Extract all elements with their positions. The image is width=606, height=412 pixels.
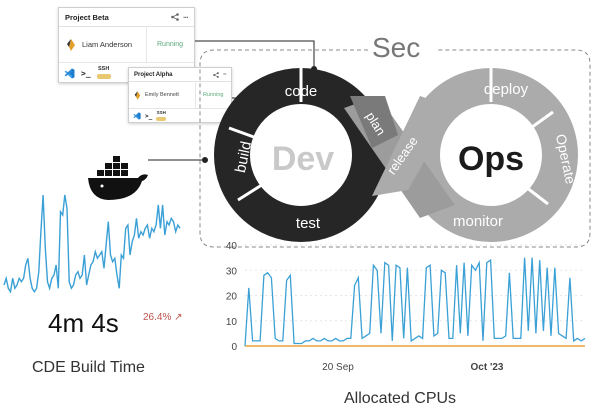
project-alpha-ssh-label: SSH xyxy=(156,110,166,116)
project-alpha-toolbar: >_ SSH xyxy=(129,109,231,123)
cpu-y-tick: 10 xyxy=(226,317,238,328)
ssh-key-icon[interactable]: SSH xyxy=(96,66,111,79)
share-icon[interactable] xyxy=(213,71,219,78)
project-beta-header: Project Beta ··· xyxy=(59,8,194,27)
project-alpha-card[interactable]: Project Alpha ··· Emily Bennett Running … xyxy=(128,67,232,123)
cpu-x-tick: 20 Sep xyxy=(322,362,354,373)
cpu-x-tick: Oct '23 xyxy=(471,362,504,373)
project-alpha-user-row: Emily Bennett Running xyxy=(129,82,231,109)
build-time-sparkline xyxy=(3,194,181,294)
dev-label: Dev xyxy=(272,140,334,178)
build-time-change: 26.4% ↗ xyxy=(143,312,183,323)
cpu-chart-label: Allocated CPUs xyxy=(344,390,457,407)
project-alpha-title: Project Alpha xyxy=(134,71,173,78)
terminal-icon[interactable]: >_ xyxy=(145,112,153,120)
stage-monitor: monitor xyxy=(453,213,503,230)
cpu-y-tick: 20 xyxy=(226,292,238,303)
more-icon[interactable]: ··· xyxy=(183,12,189,22)
share-icon[interactable] xyxy=(171,13,179,21)
project-beta-title: Project Beta xyxy=(65,12,109,22)
stage-deploy: deploy xyxy=(484,81,529,98)
user-avatar-icon xyxy=(134,90,141,100)
user-avatar-icon xyxy=(67,38,75,51)
cpu-y-tick: 40 xyxy=(226,241,238,252)
sparkline-series xyxy=(3,194,181,294)
project-beta-ssh-label: SSH xyxy=(97,66,110,73)
cpu-y-tick: 30 xyxy=(226,266,238,277)
project-beta-toolbar: >_ SSH xyxy=(59,63,194,83)
project-alpha-header: Project Alpha ··· xyxy=(129,68,231,82)
docker-whale-icon xyxy=(88,156,148,200)
stage-code: code xyxy=(285,83,318,100)
project-alpha-status: Running xyxy=(203,92,224,98)
ops-label: Ops xyxy=(458,140,524,178)
terminal-icon[interactable]: >_ xyxy=(81,68,91,78)
build-time-label: CDE Build Time xyxy=(32,359,145,376)
stage-test: test xyxy=(296,215,321,232)
stage-build: build xyxy=(232,140,255,175)
project-beta-user-row: Liam Anderson Running xyxy=(59,27,194,63)
cpu-y-tick: 0 xyxy=(231,342,237,353)
cpu-series-allocated xyxy=(244,257,586,347)
more-icon[interactable]: ··· xyxy=(223,71,227,78)
project-alpha-user: Emily Bennett xyxy=(145,92,179,98)
sec-label: Sec xyxy=(372,32,421,63)
project-beta-user: Liam Anderson xyxy=(82,40,133,49)
build-time-value: 4m 4s xyxy=(48,308,119,338)
vscode-icon[interactable] xyxy=(133,112,141,120)
project-beta-status: Running xyxy=(157,41,184,48)
vscode-icon[interactable] xyxy=(64,68,75,79)
project-beta-card[interactable]: Project Beta ··· Liam Anderson Running >… xyxy=(58,7,195,83)
ssh-key-icon[interactable]: SSH xyxy=(156,110,167,121)
